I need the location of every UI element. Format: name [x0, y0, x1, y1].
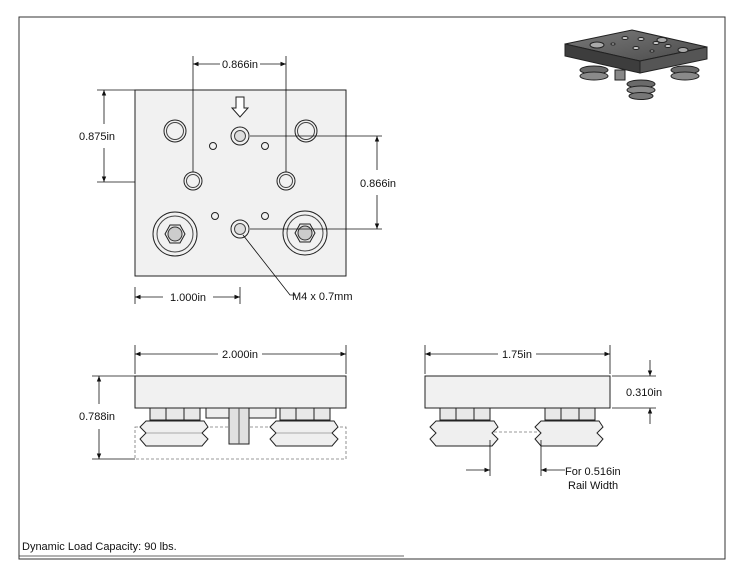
thread-callout: M4 x 0.7mm	[292, 291, 353, 303]
direction-arrow-icon	[230, 96, 250, 118]
rail-note-line2: Rail Width	[568, 480, 618, 492]
top-view: 0.866in 0.875in 0.866in 1.000in M4 x 0.7…	[79, 56, 396, 304]
front-view: 2.000in 0.788in	[79, 345, 347, 460]
dim-hole-spacing-v: 0.866in	[360, 178, 396, 190]
dim-top-height: 0.875in	[79, 131, 115, 143]
dim-top-width: 1.000in	[170, 292, 206, 304]
rail-note-line1: For 0.516in	[565, 466, 621, 478]
dim-plate-thickness: 0.310in	[626, 387, 662, 399]
side-view: 1.75in 0.310in For 0.516in Rail Width	[424, 345, 662, 492]
sheet-border	[18, 16, 726, 560]
isometric-view	[564, 29, 708, 100]
dim-front-height: 0.788in	[79, 411, 115, 423]
dim-hole-spacing-h: 0.866in	[222, 59, 258, 71]
dim-side-width: 1.75in	[502, 349, 532, 361]
load-capacity-note: Dynamic Load Capacity: 90 lbs.	[22, 541, 177, 553]
dim-front-width: 2.000in	[222, 349, 258, 361]
